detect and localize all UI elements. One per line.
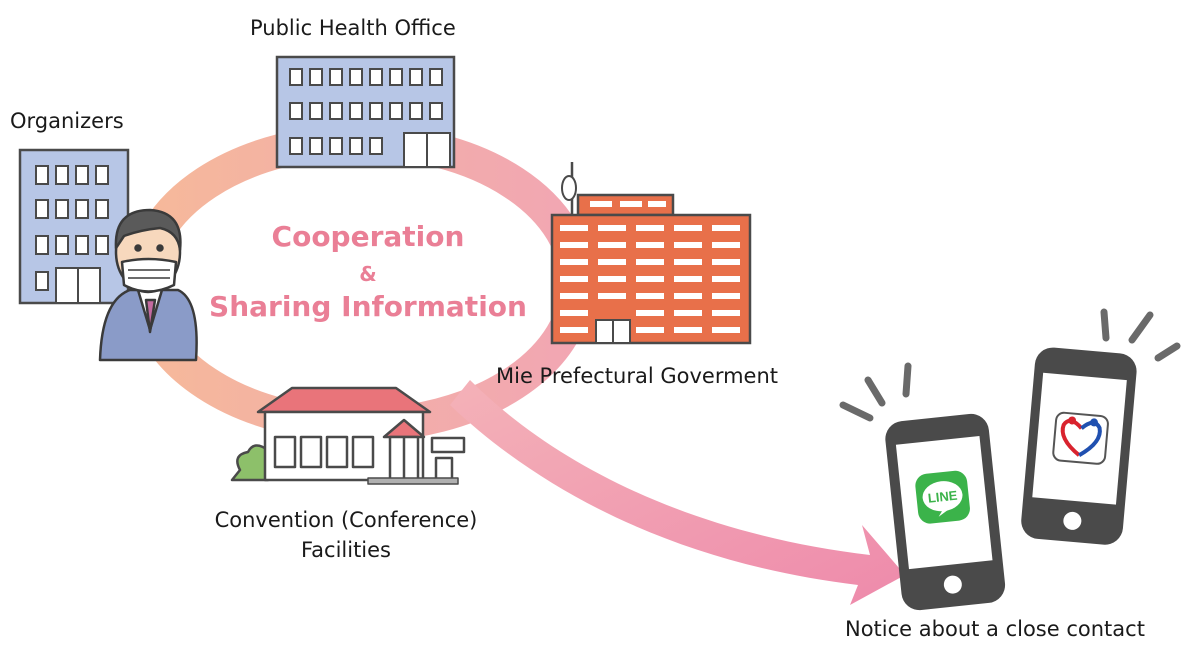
organizers-building-icon (18, 148, 130, 305)
notification-arrow (450, 380, 905, 605)
center-title-amp: & (359, 262, 377, 286)
label-convention-line2: Facilities (301, 538, 391, 562)
vibration-lines-icon (839, 308, 1181, 422)
label-convention-line1: Convention (Conference) (214, 508, 478, 532)
phone-cocoa-icon (1021, 347, 1137, 545)
cocoa-app-icon (1052, 411, 1109, 465)
label-mie-prefectural-government: Mie Prefectural Goverment (496, 364, 779, 388)
label-public-health-office: Public Health Office (250, 16, 456, 40)
phone-line-icon (885, 413, 1006, 611)
center-title-line2: Sharing Information (209, 290, 527, 323)
public-health-office-building-icon (275, 55, 456, 169)
convention-facility-building-icon (230, 386, 466, 485)
label-organizers: Organizers (10, 109, 124, 133)
prefectural-government-building-icon (550, 162, 752, 345)
label-notice: Notice about a close contact (845, 617, 1145, 641)
organizer-person-icon (98, 208, 198, 362)
center-title-line1: Cooperation (271, 220, 465, 253)
